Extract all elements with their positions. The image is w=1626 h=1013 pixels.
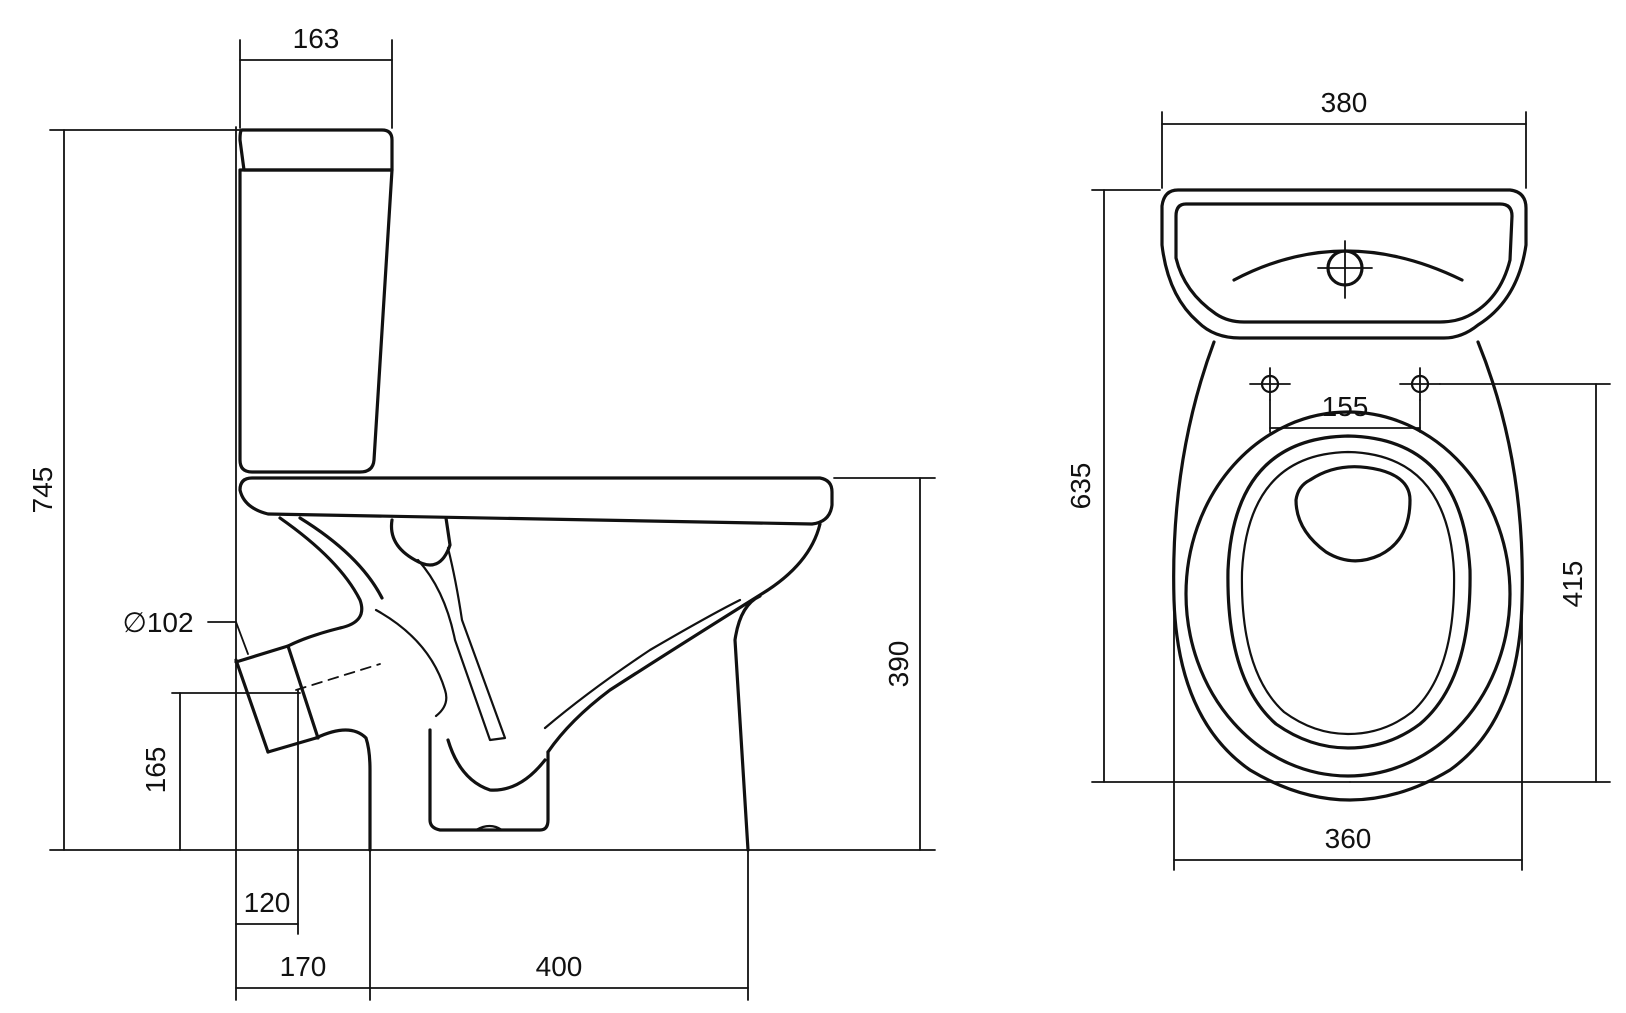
dim-outlet-height: 165 bbox=[140, 692, 301, 851]
dim-total-height-label: 745 bbox=[27, 467, 58, 514]
dim-tank-depth: 163 bbox=[239, 23, 393, 129]
dim-total-height: 745 bbox=[27, 129, 241, 851]
cistern bbox=[238, 128, 394, 474]
dim-tank-width: 380 bbox=[1161, 87, 1527, 189]
top-view: 380 635 155 415 360 bbox=[1065, 87, 1611, 871]
dim-seat-height: 390 bbox=[833, 477, 936, 851]
bowl-top bbox=[1172, 340, 1524, 802]
dim-bolt-to-front-label: 415 bbox=[1557, 561, 1588, 608]
bowl-body bbox=[234, 476, 834, 852]
dim-total-depth: 635 bbox=[1065, 189, 1351, 783]
dim-wall-to-pedestal-label: 170 bbox=[280, 951, 327, 982]
dim-outlet-offset: 120 bbox=[235, 689, 299, 935]
right-bolt-icon bbox=[1399, 367, 1441, 401]
dim-outlet-offset-label: 120 bbox=[244, 887, 291, 918]
dim-tank-depth-label: 163 bbox=[293, 23, 340, 54]
dim-total-depth-label: 635 bbox=[1065, 463, 1096, 510]
dim-outlet-diameter-label: ∅102 bbox=[122, 607, 193, 638]
left-bolt-icon bbox=[1249, 367, 1291, 401]
dim-seat-height-label: 390 bbox=[883, 641, 914, 688]
dim-bowl-width-label: 360 bbox=[1325, 823, 1372, 854]
dim-bottom-row: 170 400 bbox=[235, 849, 749, 1001]
dim-bolt-spacing-label: 155 bbox=[1322, 391, 1369, 422]
dim-tank-width-label: 380 bbox=[1321, 87, 1368, 118]
flush-button-icon bbox=[1317, 240, 1373, 299]
side-view: 163 745 390 ∅102 165 bbox=[27, 23, 936, 1001]
dim-outlet-height-label: 165 bbox=[140, 747, 171, 794]
dim-bowl-width: 360 bbox=[1173, 599, 1523, 871]
dim-bolt-spacing: 155 bbox=[1269, 391, 1421, 433]
cistern-top bbox=[1160, 188, 1528, 340]
dim-pedestal-length-label: 400 bbox=[536, 951, 583, 982]
dim-outlet-diameter: ∅102 bbox=[122, 607, 249, 655]
dim-bolt-to-front: 415 bbox=[1349, 383, 1611, 783]
